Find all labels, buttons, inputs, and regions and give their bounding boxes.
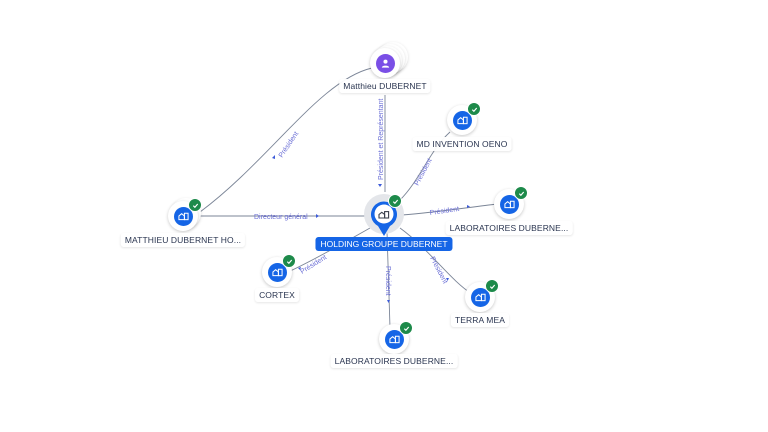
verified-check-icon bbox=[514, 186, 528, 200]
node-label: CORTEX bbox=[255, 288, 299, 302]
edge-center-cortex bbox=[287, 227, 371, 273]
edge-label-center-mdinvention: Président bbox=[414, 157, 434, 186]
verified-check-icon bbox=[282, 254, 296, 268]
node-circle bbox=[494, 186, 528, 219]
edge-label-matthieu-center: Président et Représentant bbox=[378, 99, 385, 180]
node-circle bbox=[370, 48, 400, 78]
node-laboratoires-dubernet-1[interactable] bbox=[494, 186, 528, 219]
node-terra-mea[interactable] bbox=[465, 279, 499, 312]
node-matthieu-dubernet[interactable] bbox=[370, 42, 408, 78]
building-icon bbox=[499, 194, 519, 214]
building-icon bbox=[173, 206, 193, 226]
node-circle bbox=[262, 254, 296, 287]
node-label: LABORATOIRES DUBERNE... bbox=[330, 354, 458, 368]
node-circle bbox=[379, 321, 413, 354]
person-icon bbox=[375, 53, 395, 73]
arrow-icon bbox=[387, 300, 390, 303]
node-matthieu-dubernet-holding[interactable] bbox=[168, 198, 202, 231]
verified-check-icon bbox=[399, 321, 413, 335]
node-label: MATTHIEU DUBERNET HO... bbox=[120, 233, 246, 247]
building-icon bbox=[267, 262, 287, 282]
node-circle bbox=[465, 279, 499, 312]
verified-check-icon bbox=[388, 194, 402, 208]
node-cortex[interactable] bbox=[262, 254, 296, 287]
edge-label-mdho-center: Directeur général bbox=[254, 214, 308, 221]
arrow-icon bbox=[446, 278, 449, 281]
verified-check-icon bbox=[188, 198, 202, 212]
verified-check-icon bbox=[467, 102, 481, 116]
building-icon bbox=[452, 110, 472, 130]
node-label: MD INVENTION OENO bbox=[412, 137, 512, 151]
node-circle bbox=[447, 102, 481, 135]
edge-label-center-cortex: Président bbox=[299, 254, 328, 276]
node-label: Matthieu DUBERNET bbox=[339, 79, 431, 93]
edge-matthieu-mdho bbox=[199, 67, 373, 213]
map-pin-icon bbox=[371, 201, 397, 236]
edge-label-center-labo1: Président bbox=[429, 206, 459, 217]
node-label: LABORATOIRES DUBERNE... bbox=[445, 221, 573, 235]
node-label: TERRA MEA bbox=[450, 313, 510, 327]
verified-check-icon bbox=[485, 279, 499, 293]
node-md-invention-oeno[interactable] bbox=[447, 102, 481, 135]
arrow-icon bbox=[272, 155, 275, 159]
arrow-icon bbox=[467, 205, 470, 208]
node-circle bbox=[168, 198, 202, 231]
building-icon bbox=[470, 287, 490, 307]
edge-label-matthieu-mdho: Président bbox=[278, 131, 300, 159]
node-holding-groupe-dubernet[interactable] bbox=[369, 194, 402, 236]
node-laboratoires-dubernet-2[interactable] bbox=[379, 321, 413, 354]
edge-center-labo1 bbox=[401, 203, 499, 216]
arrow-icon bbox=[298, 267, 301, 270]
arrow-icon bbox=[316, 214, 319, 218]
building-icon bbox=[384, 329, 404, 349]
center-node-label: HOLDING GROUPE DUBERNET bbox=[315, 237, 453, 251]
edge-label-center-labo2: Président bbox=[384, 266, 391, 296]
arrow-icon bbox=[378, 184, 382, 187]
edge-center-terramea bbox=[399, 227, 473, 295]
